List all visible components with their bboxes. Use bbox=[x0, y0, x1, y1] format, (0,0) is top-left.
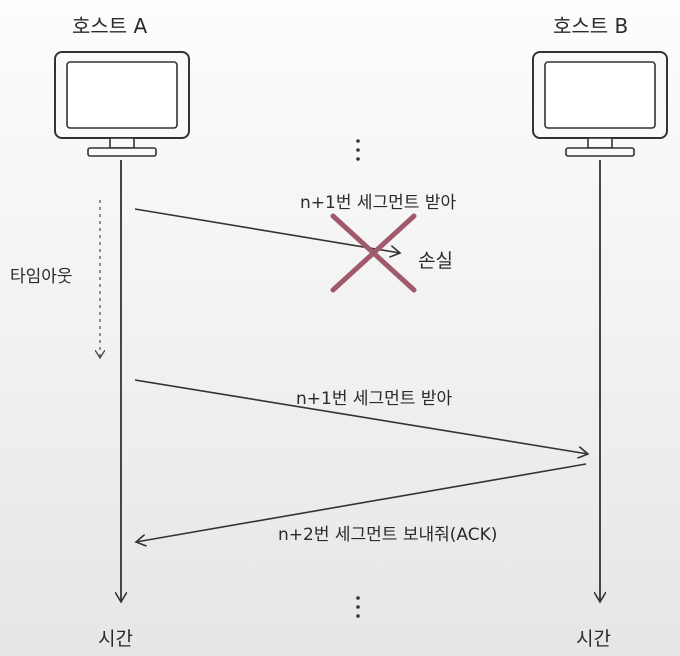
monitor-icon bbox=[54, 51, 190, 157]
ellipsis-icon bbox=[356, 596, 360, 618]
host-b-title: 호스트 B bbox=[553, 14, 629, 38]
message-1-label: n+1번 세그먼트 받아 bbox=[300, 193, 457, 213]
message-2-label: n+1번 세그먼트 받아 bbox=[296, 389, 453, 409]
ack-arrow bbox=[136, 463, 587, 542]
host-a-title: 호스트 A bbox=[72, 14, 148, 38]
ellipsis-icon bbox=[356, 139, 360, 161]
lost-x-icon bbox=[330, 213, 417, 293]
lost-status-label: 손실 bbox=[418, 250, 453, 272]
lost-segment-arrow bbox=[134, 208, 400, 253]
retransmit-segment-arrow bbox=[134, 379, 588, 454]
message-3-label: n+2번 세그먼트 보내줘(ACK) bbox=[278, 525, 498, 545]
host-a-time-label: 시간 bbox=[98, 628, 133, 650]
timeout-label: 타임아웃 bbox=[10, 267, 73, 287]
host-b-time-label: 시간 bbox=[576, 628, 611, 650]
monitor-icon bbox=[532, 51, 668, 157]
